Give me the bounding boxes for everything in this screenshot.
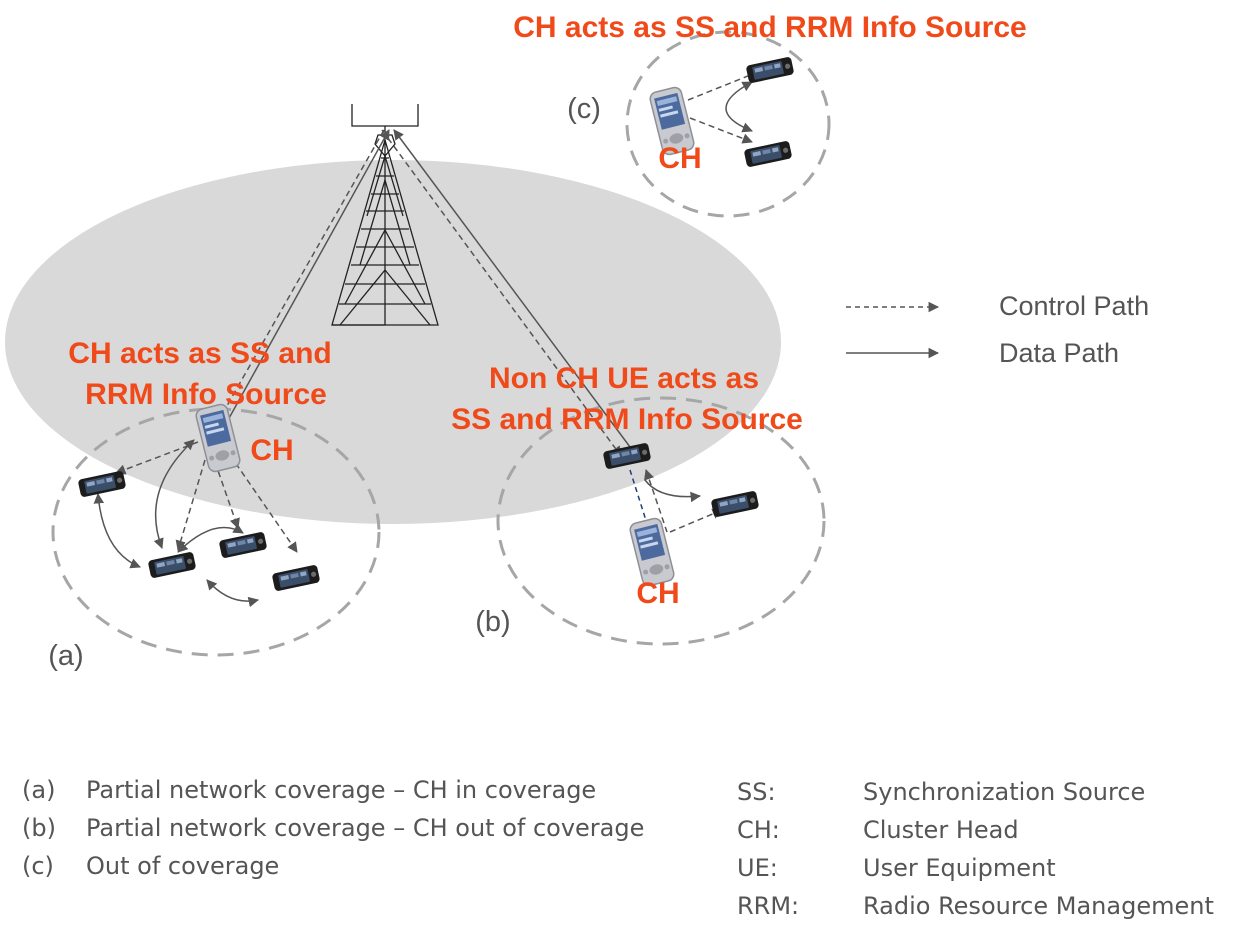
cluster-c-links (687, 70, 759, 144)
legend-control-label: Control Path (999, 291, 1149, 321)
abbreviation-key: UE: (737, 854, 778, 882)
cluster-b-title-line2: SS and RRM Info Source (451, 403, 803, 436)
smartphone-icon (745, 56, 795, 84)
note-text: Partial network coverage – CH out of cov… (86, 814, 645, 842)
smartphone-icon (77, 470, 127, 498)
smartphone-icon (218, 531, 268, 559)
cluster-c-boundary (625, 30, 831, 218)
cluster-label-b: (b) (475, 606, 510, 638)
smartphone-icon (710, 490, 760, 518)
cluster-c-title: CH acts as SS and RRM Info Source (513, 11, 1026, 44)
abbreviation-row: UE: User Equipment (737, 849, 1214, 887)
abbreviation-row: SS: Synchronization Source (737, 773, 1214, 811)
note-key: (c) (22, 852, 54, 880)
cluster-b-title-line1: Non CH UE acts as (489, 362, 759, 395)
smartphone-icon (147, 551, 197, 579)
cluster-a-title-line1: CH acts as SS and (68, 337, 331, 370)
coverage-area (5, 160, 781, 524)
note-row: (b) Partial network coverage – CH out of … (22, 809, 644, 847)
abbreviation-row: CH: Cluster Head (737, 811, 1214, 849)
legend-data-label: Data Path (999, 338, 1119, 368)
bs-links (219, 129, 634, 457)
abbreviation-key: RRM: (737, 892, 800, 920)
abbreviation-row: RRM: Radio Resource Management (737, 887, 1214, 925)
cluster-label-c: (c) (567, 93, 601, 125)
abbreviation-text: User Equipment (863, 854, 1056, 882)
note-row: (a) Partial network coverage – CH in cove… (22, 771, 644, 809)
note-row: (c) Out of coverage (22, 847, 644, 885)
abbreviation-text: Synchronization Source (863, 778, 1146, 806)
cluster-a-links (93, 439, 298, 608)
cluster-label-a: (a) (48, 640, 83, 672)
abbreviation-text: Cluster Head (863, 816, 1019, 844)
cluster-b-boundary (496, 396, 826, 646)
ch-label-a: CH (250, 434, 293, 467)
ch-label-c: CH (658, 142, 701, 175)
note-text: Partial network coverage – CH in coverag… (86, 776, 597, 804)
note-key: (b) (22, 814, 56, 842)
cluster-a-title-line2: RRM Info Source (85, 378, 327, 411)
legend: Control Path Data Path (846, 291, 1149, 368)
ch-label-b: CH (636, 577, 679, 610)
abbreviation-key: SS: (737, 778, 776, 806)
note-key: (a) (22, 776, 56, 804)
abbreviation-text: Radio Resource Management (863, 892, 1214, 920)
note-text: Out of coverage (86, 852, 280, 880)
abbreviation-list: SS: Synchronization Source CH: Cluster Hea… (737, 773, 1214, 925)
abbreviation-key: CH: (737, 816, 780, 844)
smartphone-icon (271, 564, 321, 592)
scenario-notes: (a) Partial network coverage – CH in cove… (22, 771, 644, 885)
smartphone-icon (743, 140, 793, 168)
tower-icon (331, 104, 439, 326)
cluster-b-links (629, 469, 723, 533)
